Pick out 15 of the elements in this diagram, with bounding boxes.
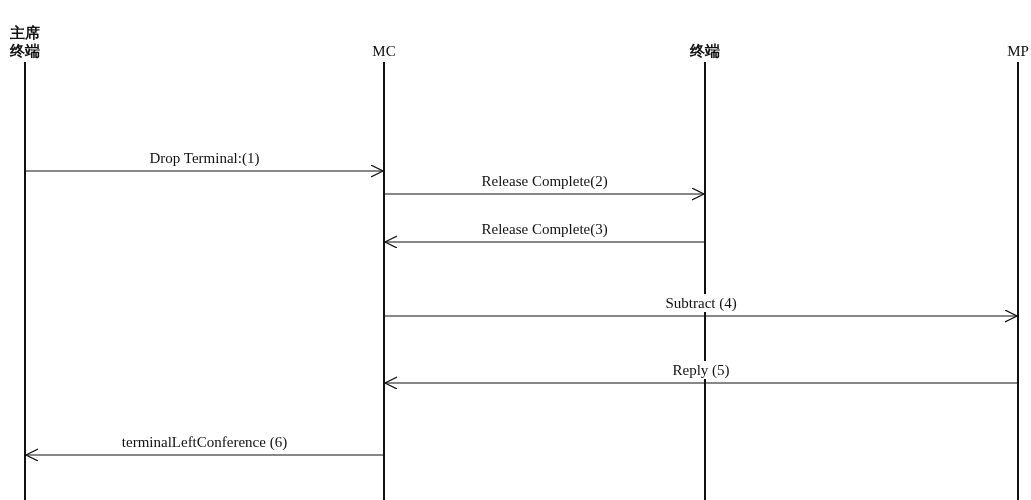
message-label: Release Complete(3) — [479, 220, 610, 238]
participant-label: MC — [371, 42, 397, 60]
message-arrow — [384, 376, 1018, 390]
participant-label: 终端 — [689, 42, 721, 60]
message-label: Reply (5) — [670, 361, 732, 379]
message-arrow — [384, 187, 705, 201]
message-arrow — [25, 448, 384, 462]
participant-label: MP — [1006, 42, 1030, 60]
message-label: Drop Terminal:(1) — [147, 149, 262, 167]
participant-label: 主席终端 — [9, 24, 41, 60]
message-arrow — [25, 164, 384, 178]
message-label: Subtract (4) — [663, 294, 739, 312]
message-arrow — [384, 235, 705, 249]
message-arrow — [384, 309, 1018, 323]
message-label: Release Complete(2) — [479, 172, 610, 190]
